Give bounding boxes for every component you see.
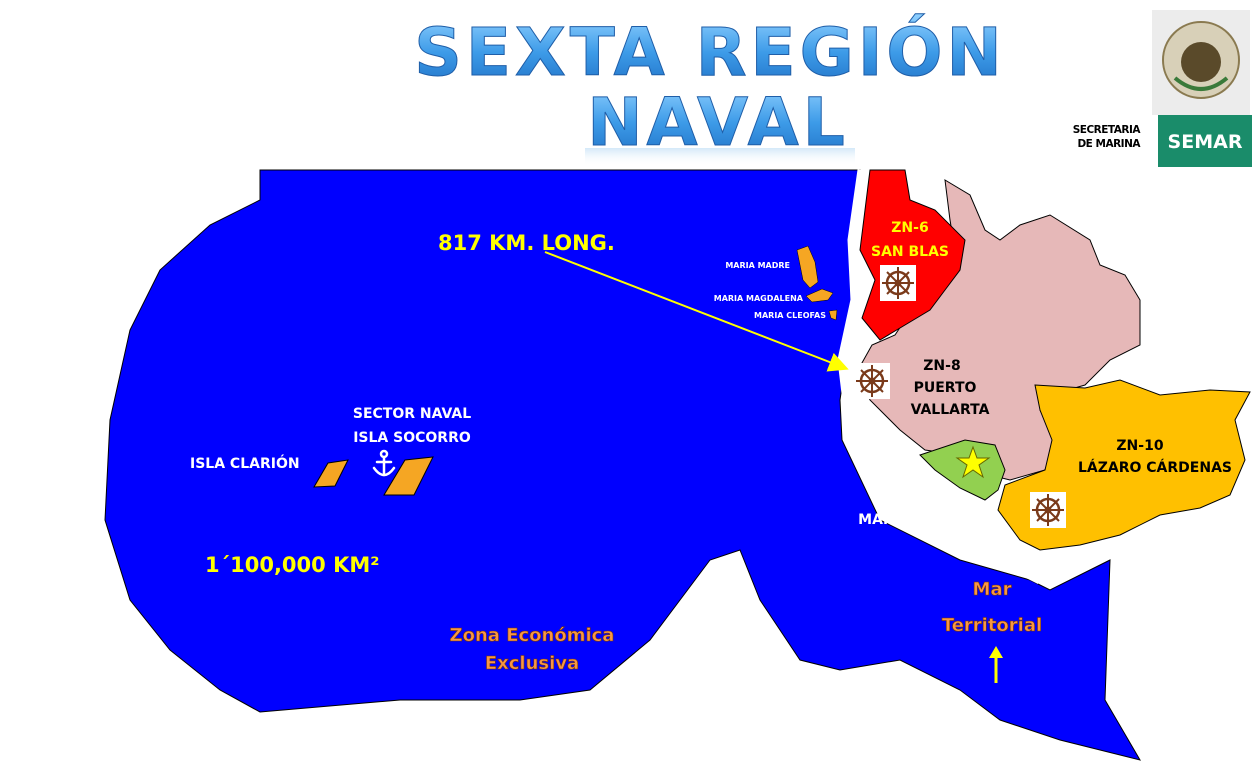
- sector-naval-label: SECTOR NAVAL: [353, 406, 471, 422]
- island-maria-magdalena: [805, 288, 834, 303]
- area-label: 1´100,000 KM²: [205, 553, 379, 577]
- length-arrow: [544, 251, 849, 372]
- length-label: 817 KM. LONG.: [438, 231, 615, 255]
- zee-label-1: Zona Económica: [450, 625, 615, 646]
- rn6-name-label: MANZANILLO: [858, 512, 962, 528]
- isla-clarion-label: ISLA CLARIÓN: [190, 454, 300, 472]
- ship-wheel-icon[interactable]: [880, 265, 916, 301]
- ocean-zone: [104, 169, 1142, 761]
- zn8-name-label-2: VALLARTA: [911, 402, 990, 418]
- island-maria-cleofas: [828, 309, 838, 321]
- ship-wheel-icon[interactable]: [854, 363, 890, 399]
- seal-eagle-icon: [1181, 42, 1221, 82]
- mar-territorial-label-2: Territorial: [942, 615, 1042, 636]
- zn6-name-label: SAN BLAS: [871, 244, 949, 260]
- island-clarion: [313, 459, 349, 488]
- coastline-inner: [877, 453, 992, 552]
- semar-logo: SEMAR SECRETARIA DE MARINA: [1073, 10, 1252, 167]
- title-reflection: [585, 148, 855, 166]
- title-line-1: SEXTA REGIÓN: [414, 14, 1005, 91]
- anchor-icon: [372, 449, 396, 477]
- zee-label-2: Exclusiva: [485, 653, 579, 674]
- zn8-code-label: ZN-8: [923, 358, 960, 374]
- semar-box: [1158, 115, 1252, 167]
- arrow-up-icon: [989, 646, 1003, 683]
- maria-madre-label: MARIA MADRE: [725, 261, 790, 270]
- rn6-code-label: RN-6: [891, 486, 929, 502]
- island-maria-madre: [796, 245, 819, 289]
- zn8-name-label-1: PUERTO: [914, 380, 977, 396]
- zn6-code-label: ZN-6: [891, 220, 928, 236]
- semar-acronym: SEMAR: [1168, 131, 1243, 153]
- zn10-name-label: LÁZARO CÁRDENAS: [1078, 459, 1232, 476]
- maria-magdalena-label: MARIA MAGDALENA: [714, 294, 804, 303]
- isla-socorro-label: ISLA SOCORRO: [353, 430, 471, 446]
- org-name-line-1: SECRETARIA: [1073, 124, 1142, 136]
- org-name-line-2: DE MARINA: [1077, 138, 1141, 150]
- seal-branches-icon: [1173, 76, 1229, 91]
- maria-cleofas-label: MARIA CLEOFAS: [754, 311, 826, 320]
- mar-territorial-label-1: Mar: [973, 579, 1012, 600]
- zn10-code-label: ZN-10: [1116, 438, 1163, 454]
- zone-rn6-region[interactable]: [919, 439, 1006, 501]
- ship-wheel-icon[interactable]: [1030, 492, 1066, 528]
- island-socorro: [383, 456, 434, 496]
- star-icon[interactable]: [955, 445, 991, 479]
